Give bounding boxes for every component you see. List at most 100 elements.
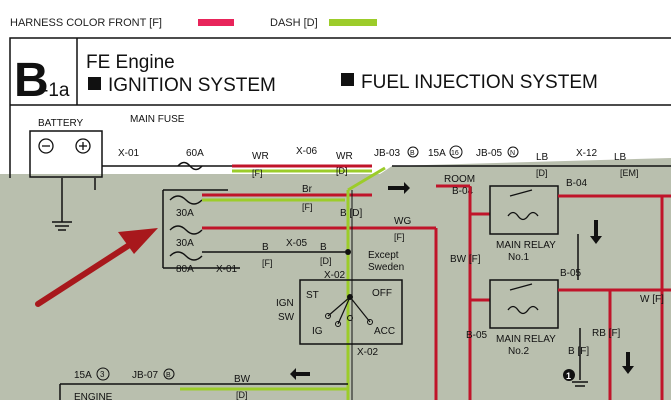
connector-b05-left: B-05 [466, 330, 488, 341]
bullet-square-2 [341, 73, 354, 86]
connector-x06: X-06 [296, 146, 318, 157]
main-relay-1-box [489, 185, 559, 235]
ign-sw-label-1: IGN [276, 298, 294, 309]
wire-color-lb1-d: [D] [536, 168, 548, 178]
trunk-junction-dot [345, 249, 351, 255]
relay-2-coil-icon [507, 305, 539, 315]
connector-x05: X-05 [286, 238, 308, 249]
wire-color-b-f2: B [F] [568, 346, 589, 357]
ign-terminal-2 [335, 321, 341, 327]
wire-color-wr1: WR [252, 151, 269, 162]
junction-jb05: JB-05 [476, 148, 503, 159]
battery-label: BATTERY [38, 118, 84, 129]
wire-color-wg: WG [394, 216, 411, 227]
legend-front-swatch [198, 19, 234, 26]
battery-positive-icon [75, 138, 91, 154]
main-relay-1-title: MAIN RELAY [496, 240, 556, 251]
jb03-circle-letter: B [410, 150, 415, 157]
engine-label: ENGINE [74, 392, 113, 400]
fuse-30a-2-label: 30A [176, 238, 194, 249]
ign-pos-off: OFF [372, 288, 392, 299]
wire-color-lb2: LB [614, 152, 627, 163]
flow-arrow-down-icon-1 [590, 220, 602, 244]
except-label: Except [368, 250, 399, 261]
engine-title: FE Engine [86, 52, 175, 73]
jb07-circle-icon [163, 368, 175, 380]
main-fuse-60a-icon [177, 161, 203, 171]
ign-pos-ig: IG [312, 326, 323, 337]
jb03-circle-icon [407, 146, 419, 158]
ign-pos-acc: ACC [374, 326, 395, 337]
jb07-circle-letter: B [166, 372, 171, 379]
wire-color-bd: B [D] [340, 208, 362, 219]
wire-trunk-diag [347, 166, 386, 192]
wire-color-wr1-f: [F] [252, 168, 263, 178]
fuse-30a-2-icon [169, 225, 203, 235]
ground-point-badge [563, 369, 575, 381]
connector-x01-top: X-01 [118, 148, 140, 159]
wire-color-rb-f: RB [F] [592, 328, 621, 339]
junction-jb03: JB-03 [374, 148, 401, 159]
section-code: B [14, 54, 49, 107]
fuse-16-circle-icon [449, 145, 463, 159]
flow-arrow-right-icon [388, 182, 410, 194]
wire-color-w-right: W [F] [640, 294, 664, 305]
header-frame [9, 37, 671, 178]
jb05-circle-letter: N [510, 150, 515, 157]
main-fuse-label: MAIN FUSE [130, 114, 185, 125]
ign-contact-3 [349, 296, 371, 323]
ground-point-number: 1 [566, 371, 571, 381]
battery-negative-icon [38, 138, 54, 154]
fuse-30a-1-label: 30A [176, 208, 194, 219]
fuse-30a-1-icon [169, 195, 203, 205]
ign-terminal-3 [367, 319, 373, 325]
system-title-fuel-injection: FUEL INJECTION SYSTEM [361, 72, 598, 93]
wire-color-wg-f: [F] [394, 232, 405, 242]
fuse-3-circle-icon [96, 367, 110, 381]
wire-color-b-d2: B [320, 242, 327, 253]
ign-sw-label-2: SW [278, 312, 295, 323]
fuse-15a-bottom-label: 15A [74, 370, 92, 381]
fuse-60a-label: 60A [186, 148, 204, 159]
main-relay-1-number: No.1 [508, 252, 530, 263]
wire-color-b-x05: B [262, 242, 269, 253]
legend-dash-swatch [329, 19, 377, 26]
wire-color-bw-f: BW [F] [450, 254, 481, 265]
connector-x01-bottom: X-01 [216, 264, 238, 275]
harness-em: [EM] [620, 168, 639, 178]
fuse-80a-label: 80A [176, 264, 194, 275]
fuse-3-circle-number: 3 [100, 370, 105, 379]
ign-contact-1 [327, 296, 351, 317]
fuse-15a-label: 15A [428, 148, 446, 159]
connector-b04-right: B-04 [566, 178, 588, 189]
ignition-switch-box [299, 279, 403, 345]
legend-dash-label: DASH [D] [270, 17, 318, 29]
connector-x02-top: X-02 [324, 270, 346, 281]
ign-pos-st: ST [306, 290, 319, 301]
main-relay-2-title: MAIN RELAY [496, 334, 556, 345]
flow-arrow-down-icon-2 [622, 352, 634, 374]
wire-color-lb1: LB [536, 152, 549, 163]
connector-x12: X-12 [576, 148, 598, 159]
relay-2-switch-icon [509, 283, 533, 291]
connector-b05-right: B-05 [560, 268, 582, 279]
bullet-square-1 [88, 77, 101, 90]
wire-color-bw-d: [D] [236, 390, 248, 400]
ign-terminal-1 [325, 313, 331, 319]
connector-x02-bottom: X-02 [357, 347, 379, 358]
ign-terminal-4 [347, 315, 353, 321]
wire-color-b-d2-d: [D] [320, 256, 332, 266]
wire-color-bw: BW [234, 374, 251, 385]
flow-arrow-left-icon [290, 368, 310, 380]
sweden-label: Sweden [368, 262, 404, 273]
connector-b04-left: B-04 [452, 186, 474, 197]
annotation-arrow-shaft [35, 239, 137, 307]
system-title-ignition: IGNITION SYSTEM [108, 75, 276, 96]
annotation-arrow-head-icon [118, 228, 158, 254]
legend-front-label: HARNESS COLOR FRONT [F] [10, 17, 162, 29]
wire-color-wr2: WR [336, 151, 353, 162]
ign-contact-2 [337, 296, 351, 325]
room-label: ROOM [444, 174, 475, 185]
